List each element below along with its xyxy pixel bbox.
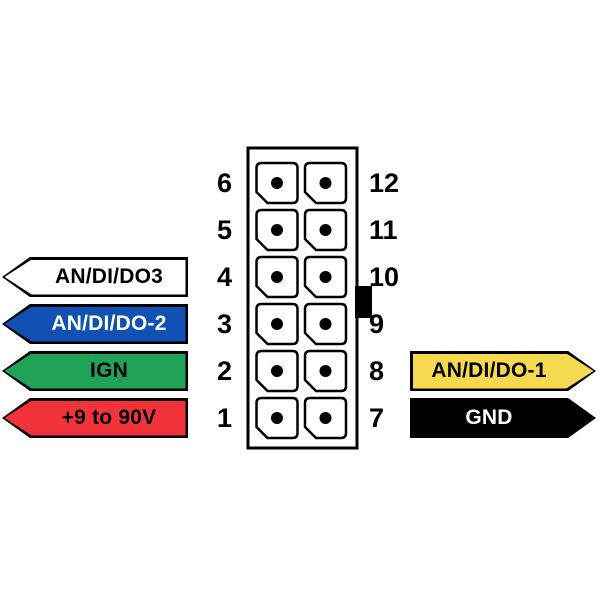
label-an-di-do3: AN/DI/DO3: [2, 257, 188, 297]
label-text: GND: [465, 406, 513, 429]
pin-number-10: 10: [369, 262, 400, 292]
pin-number-4: 4: [216, 262, 232, 292]
pin-number-7: 7: [369, 403, 385, 433]
label-arrow-fill: [4, 353, 186, 389]
pin-number-1: 1: [216, 403, 232, 433]
label-arrow-fill: [412, 400, 594, 436]
label-ign: IGN: [2, 351, 188, 391]
label-text: AN/DI/DO-1: [431, 359, 547, 382]
pin-number-12: 12: [369, 168, 400, 198]
label-an-di-do-1: AN/DI/DO-1: [410, 351, 596, 391]
label-text: AN/DI/DO-2: [51, 312, 167, 335]
connector-graphic: [246, 146, 372, 450]
label-gnd: GND: [410, 398, 596, 438]
polarity-tab: [355, 286, 372, 318]
pin-number-11: 11: [369, 215, 398, 245]
label-arrow-fill: [4, 259, 186, 295]
pin-number-3: 3: [216, 309, 232, 339]
label-arrow-fill: [4, 400, 186, 436]
pin-number-5: 5: [216, 215, 232, 245]
pin-number-6: 6: [216, 168, 232, 198]
label-text: IGN: [90, 359, 128, 382]
label-power-9-to-90v: +9 to 90V: [2, 398, 188, 438]
label-arrow-fill: [4, 306, 186, 342]
pin-number-2: 2: [216, 356, 232, 386]
pin-contacts: [271, 177, 332, 424]
label-arrow-fill: [412, 353, 594, 389]
label-text: AN/DI/DO3: [55, 265, 163, 288]
pin-number-8: 8: [369, 356, 385, 386]
label-an-di-do-2: AN/DI/DO-2: [2, 304, 188, 344]
label-text: +9 to 90V: [61, 406, 157, 429]
pin-number-9: 9: [369, 309, 385, 339]
